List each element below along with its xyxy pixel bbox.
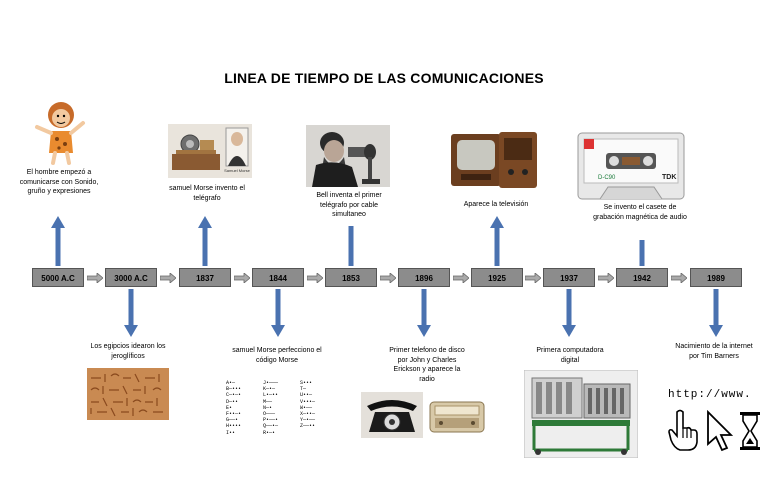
- arrow-cursor-icon: [707, 410, 733, 452]
- arrow-down: [417, 289, 431, 337]
- event-1844-caption: samuel Morse perfecciono el código Morse: [232, 347, 322, 364]
- timeline-arrow: [307, 273, 323, 283]
- timeline-arrow: [598, 273, 614, 283]
- cassette-image: D-C90 TDK: [577, 132, 685, 200]
- radio-image: [427, 396, 487, 436]
- arrow-up: [51, 216, 65, 266]
- timeline-arrow: [160, 273, 176, 283]
- timeline-arrow: [525, 273, 541, 283]
- www-text: http://www.: [668, 389, 752, 401]
- event-5000ac-caption: El hombre empezó a comunicarse con Sonid…: [19, 169, 99, 195]
- arrow-down: [709, 289, 723, 337]
- morse-portrait-label: Samuel Morse: [224, 168, 251, 173]
- arrow-up: [348, 226, 354, 266]
- timeline-arrow: [87, 273, 103, 283]
- arrow-down: [124, 289, 138, 337]
- hourglass-icon: [740, 412, 760, 450]
- year-box-1896: 1896: [398, 268, 450, 287]
- timeline-title: LINEA DE TIEMPO DE LAS COMUNICACIONES: [224, 70, 544, 86]
- event-1853-caption: Bell inventa el primer telégrafo por cab…: [316, 192, 382, 218]
- year-box-3000ac: 3000 A.C: [105, 268, 157, 287]
- rotary-phone-image: [361, 392, 423, 438]
- year-box-5000ac: 5000 A.C: [32, 268, 84, 287]
- year-box-1853: 1853: [325, 268, 377, 287]
- computer-image: [524, 370, 638, 458]
- event-1937-caption: Primera computadora digital: [536, 347, 604, 364]
- year-box-1925: 1925: [471, 268, 523, 287]
- event-1896-caption: Primer telefono de disco por John y Char…: [389, 347, 465, 383]
- timeline-arrow: [234, 273, 250, 283]
- event-1942-caption: Se invento el casete de grabación magnét…: [593, 204, 687, 221]
- morse-column-3: S••• T— U••— V•••— W•—— X—••— Y—•—— Z——•…: [300, 380, 316, 430]
- television-image: [447, 128, 541, 192]
- timeline-arrow: [671, 273, 687, 283]
- telegraph-image: Samuel Morse: [168, 124, 252, 178]
- arrow-up: [490, 216, 504, 266]
- arrow-down: [271, 289, 285, 337]
- cassette-brand-label: TDK: [662, 174, 676, 181]
- event-3000ac-caption: Los egipcios idearon los jeroglíficos: [90, 343, 166, 360]
- caveman-image: [27, 97, 91, 167]
- hand-cursor-icon: [668, 409, 698, 451]
- morse-column-2: J•——— K—•— L•—•• M—— N—• O——— P•——• Q——•…: [263, 380, 279, 436]
- arrow-up: [639, 240, 645, 266]
- bell-telephone-image: [306, 125, 390, 187]
- arrow-down: [562, 289, 576, 337]
- event-1925-caption: Aparece la televisión: [463, 201, 529, 208]
- cassette-model-label: D-C90: [598, 175, 616, 181]
- morse-column-1: A•— B—••• C—•—• D—•• E• F••—• G——• H••••…: [226, 380, 242, 436]
- timeline-arrow: [380, 273, 396, 283]
- timeline-arrow: [453, 273, 469, 283]
- year-box-1844: 1844: [252, 268, 304, 287]
- arrow-up: [198, 216, 212, 266]
- hieroglyphs-image: [87, 368, 169, 420]
- event-1837-caption: samuel Morse invento el telégrafo: [169, 185, 245, 202]
- year-box-1989: 1989: [690, 268, 742, 287]
- year-box-1937: 1937: [543, 268, 595, 287]
- year-box-1837: 1837: [179, 268, 231, 287]
- event-1989-caption: Nacimiento de la internet por Tim Barner…: [675, 343, 753, 360]
- year-box-1942: 1942: [616, 268, 668, 287]
